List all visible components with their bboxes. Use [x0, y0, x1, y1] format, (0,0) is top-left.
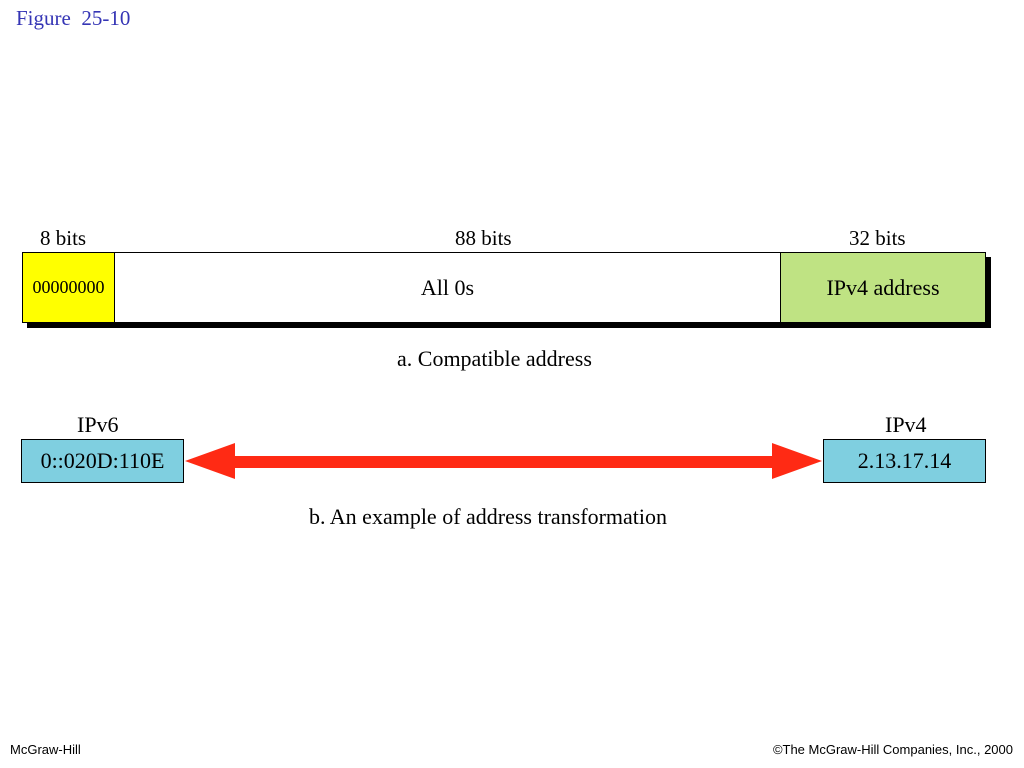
ipv4-bits-label: 32 bits — [849, 226, 906, 250]
arrow-shaft — [233, 456, 775, 468]
caption-address-transformation: b. An example of address transformation — [309, 504, 668, 529]
ipv4-address-box: 2.13.17.14 — [823, 439, 986, 483]
footer-publisher: McGraw-Hill — [10, 742, 81, 757]
footer-copyright: ©The McGraw-Hill Companies, Inc., 2000 — [772, 742, 1013, 757]
ipv4-segment: IPv4 address — [781, 253, 985, 322]
ipv6-address-box: 0::020D:110E — [21, 439, 184, 483]
figure-title: Figure 25-10 — [16, 6, 131, 30]
caption-compatible-address: a. Compatible address — [397, 346, 592, 371]
zeros-bits-label: 88 bits — [455, 226, 512, 250]
compatible-address-row: 00000000 All 0s IPv4 address — [22, 252, 986, 323]
prefix-bits-label: 8 bits — [40, 226, 87, 250]
arrow-head-left — [185, 443, 235, 479]
prefix-segment: 00000000 — [23, 253, 115, 322]
ipv4-label: IPv4 — [885, 412, 927, 437]
zeros-segment: All 0s — [115, 253, 781, 322]
ipv6-label: IPv6 — [77, 412, 119, 437]
arrow-head-right — [772, 443, 822, 479]
